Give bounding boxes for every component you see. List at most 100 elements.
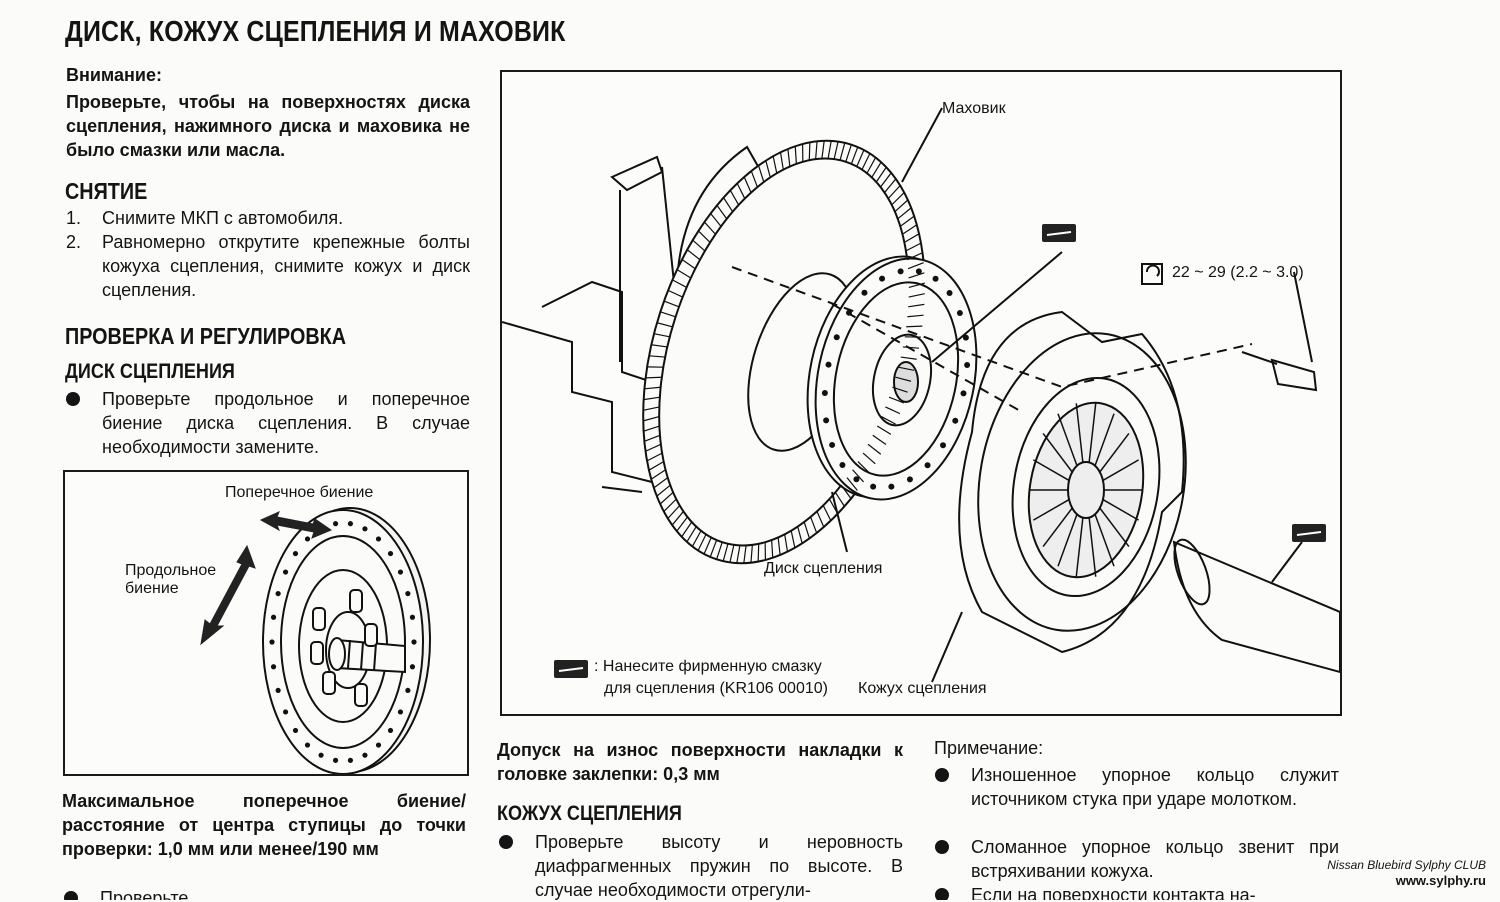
rivet-hole xyxy=(925,462,931,468)
rivet-hole xyxy=(348,758,353,763)
warning-heading: Внимание: xyxy=(66,65,162,86)
rivet-hole xyxy=(293,551,298,556)
rivet-hole xyxy=(333,521,338,526)
rivet-hole xyxy=(405,591,410,596)
rivet-hole xyxy=(846,310,852,316)
runout-spec: Максимальное поперечное бие­ние/расстоян… xyxy=(62,789,466,861)
axial-runout-label-2: биение xyxy=(125,580,179,598)
rivet-hole xyxy=(376,742,381,747)
step-number: 2. xyxy=(66,230,102,302)
rivet-hole xyxy=(861,290,867,296)
rivet-hole xyxy=(305,742,310,747)
bullet-dot-icon xyxy=(64,891,78,900)
watermark-club: Nissan Bluebird Sylphy CLUB xyxy=(1300,858,1486,873)
rivet-hole xyxy=(405,688,410,693)
rivet-hole xyxy=(933,276,939,282)
disc-bullet: Проверьте продольное и попереч­ное биени… xyxy=(64,387,470,459)
legend-line-2: для сцепления (KR106 00010) xyxy=(604,680,828,698)
torque-label: 22 ~ 29 (2.2 ~ 3.0) xyxy=(1172,264,1304,282)
note-bullet-3: Если на поверхности контакта на- xyxy=(933,883,1339,900)
runout-figure: Поперечное биение Продольное биение xyxy=(63,470,469,776)
rivet-hole xyxy=(853,476,859,482)
rivet-hole xyxy=(388,551,393,556)
disc-heading: ДИСК СЦЕПЛЕНИЯ xyxy=(65,360,235,384)
clutch-cover-label: Кожух сцепления xyxy=(858,680,987,698)
watermark-url: www.sylphy.ru xyxy=(1300,873,1486,888)
wear-spec: Допуск на износ поверхности на­кладки к … xyxy=(497,738,903,786)
gear-tooth xyxy=(906,326,922,327)
step-text: Снимите МКП с автомобиля. xyxy=(102,206,470,230)
page-title: ДИСК, КОЖУХ СЦЕПЛЕНИЯ И МАХОВИК xyxy=(65,16,566,49)
rivet-hole xyxy=(410,615,415,620)
rivet-hole xyxy=(952,418,958,424)
rivet-hole xyxy=(398,709,403,714)
rivet-hole xyxy=(822,390,828,396)
rivet-hole xyxy=(293,728,298,733)
flywheel-label: Маховик xyxy=(942,100,1006,118)
clutch-disc-runout-drawing xyxy=(65,472,467,774)
rivet-hole xyxy=(333,758,338,763)
rivet-hole xyxy=(879,276,885,282)
rivet-hole xyxy=(276,591,281,596)
rivet-hole xyxy=(870,484,876,490)
rivet-hole xyxy=(398,569,403,574)
clutch-exploded-figure: Маховик 22 ~ 29 (2.2 ~ 3.0) Диск сцеплен… xyxy=(500,70,1342,716)
inspection-heading: ПРОВЕРКА И РЕГУЛИРОВКА xyxy=(65,323,346,350)
cover-bullet: Проверьте высоту и неровность диафрагмен… xyxy=(497,830,903,902)
rivet-hole xyxy=(376,536,381,541)
rivet-hole xyxy=(834,334,840,340)
warning-text: Проверьте, чтобы на поверхностях диска с… xyxy=(66,90,470,162)
bullet-dot-icon xyxy=(935,768,949,782)
rivet-hole xyxy=(410,664,415,669)
rivet-hole xyxy=(963,335,969,341)
clutch-assembly-drawing xyxy=(502,72,1340,714)
rivet-hole xyxy=(283,709,288,714)
gear-tooth xyxy=(758,544,759,562)
bullet-dot-icon xyxy=(935,840,949,854)
step-text: Равномерно открутите крепежные болты кож… xyxy=(102,230,470,302)
rivet-hole xyxy=(960,390,966,396)
bullet-dot-icon xyxy=(66,392,80,406)
watermark: Nissan Bluebird Sylphy CLUB www.sylphy.r… xyxy=(1300,858,1486,888)
rivet-hole xyxy=(957,310,963,316)
rivet-hole xyxy=(907,476,913,482)
rivet-hole xyxy=(269,639,274,644)
lateral-runout-label: Поперечное биение xyxy=(225,484,373,502)
rivet-hole xyxy=(271,615,276,620)
rivet-hole xyxy=(898,268,904,274)
bullet-dot-icon xyxy=(935,888,949,900)
gear-tooth xyxy=(646,377,662,378)
note-bullet-2: Сломанное упорное кольцо звенит при встр… xyxy=(933,835,1339,883)
legend-line-1: : Нанесите фирменную смазку xyxy=(594,658,822,676)
rivet-hole xyxy=(283,569,288,574)
rivet-hole xyxy=(276,688,281,693)
rivet-hole xyxy=(964,362,970,368)
removal-step-2: 2. Равномерно открутите крепежные болты … xyxy=(66,230,470,302)
axial-runout-label-1: Продольное xyxy=(125,562,216,580)
rivet-hole xyxy=(318,753,323,758)
rivet-hole xyxy=(388,728,393,733)
rivet-hole xyxy=(411,639,416,644)
removal-step-1: 1. Снимите МКП с автомобиля. xyxy=(66,206,470,230)
rivet-hole xyxy=(947,290,953,296)
bullet-dot-icon xyxy=(499,835,513,849)
rivet-hole xyxy=(305,536,310,541)
rivet-hole xyxy=(826,362,832,368)
rivet-hole xyxy=(916,268,922,274)
rivet-hole xyxy=(362,526,367,531)
rivet-hole xyxy=(362,753,367,758)
step-number: 1. xyxy=(66,206,102,230)
rivet-hole xyxy=(271,664,276,669)
rivet-hole xyxy=(888,484,894,490)
note-heading: Примечание: xyxy=(934,738,1043,759)
clutch-disc-label: Диск сцепления xyxy=(764,560,882,578)
cover-heading: КОЖУХ СЦЕПЛЕНИЯ xyxy=(497,802,682,826)
removal-heading: СНЯТИЕ xyxy=(65,178,147,205)
rivet-hole xyxy=(348,521,353,526)
note-bullet-1: Изношенное упорное кольцо служит источни… xyxy=(933,763,1339,811)
gear-tooth xyxy=(809,142,810,160)
rivet-hole xyxy=(940,442,946,448)
cut-bullet: Проверьте ... xyxy=(62,886,466,900)
rivet-hole xyxy=(839,462,845,468)
rivet-hole xyxy=(823,417,829,423)
